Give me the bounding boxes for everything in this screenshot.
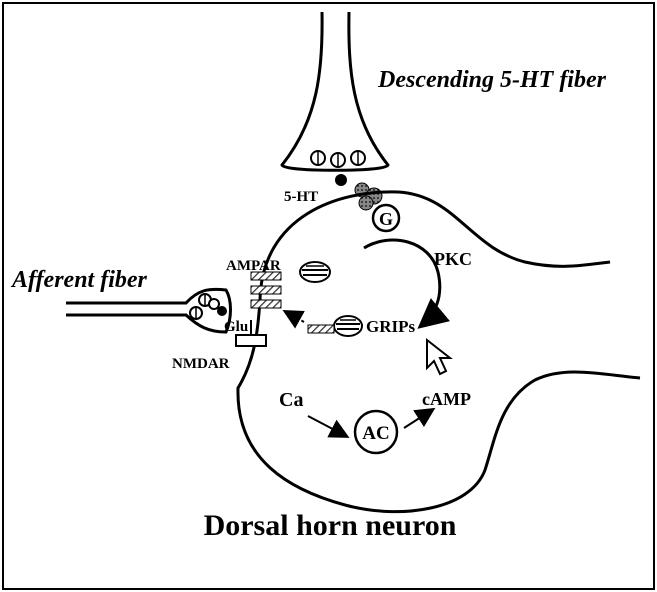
nmdar-label: NMDAR [172,356,230,372]
afferent-fiber-label: Afferent fiber [10,267,148,293]
descending-fiber-terminal [282,12,388,170]
5ht-receptor [355,183,382,210]
grip-protein-icon [334,316,362,336]
g-protein-label: G [379,209,393,229]
glutamate-label: Glu [224,319,248,335]
glutamate-molecule [217,306,227,316]
trafficking-arrow [286,312,304,322]
calcium-label: Ca [279,389,303,411]
grip-bound-ampar [308,325,334,333]
pkc-pathway-arrow [364,240,440,325]
glutamate-vesicles [190,294,219,319]
camp-label: cAMP [422,389,471,409]
descending-fiber-label: Descending 5-HT fiber [377,67,607,93]
calcium-arrow [308,416,346,436]
pkc-label: PKC [434,249,472,269]
grips-label: GRIPs [366,317,416,336]
serotonin-label: 5-HT [284,189,318,205]
neuron-title: Dorsal horn neuron [204,509,457,542]
ampar-receptors [251,272,281,308]
intracellular-particle [300,262,330,282]
ampar-label: AMPAR [226,258,281,274]
ac-label: AC [362,423,389,444]
serotonin-molecule [335,174,347,186]
mouse-pointer-icon [427,340,450,374]
serotonin-vesicles [311,151,365,167]
nmdar-receptor [236,335,266,346]
camp-arrow [404,410,432,428]
